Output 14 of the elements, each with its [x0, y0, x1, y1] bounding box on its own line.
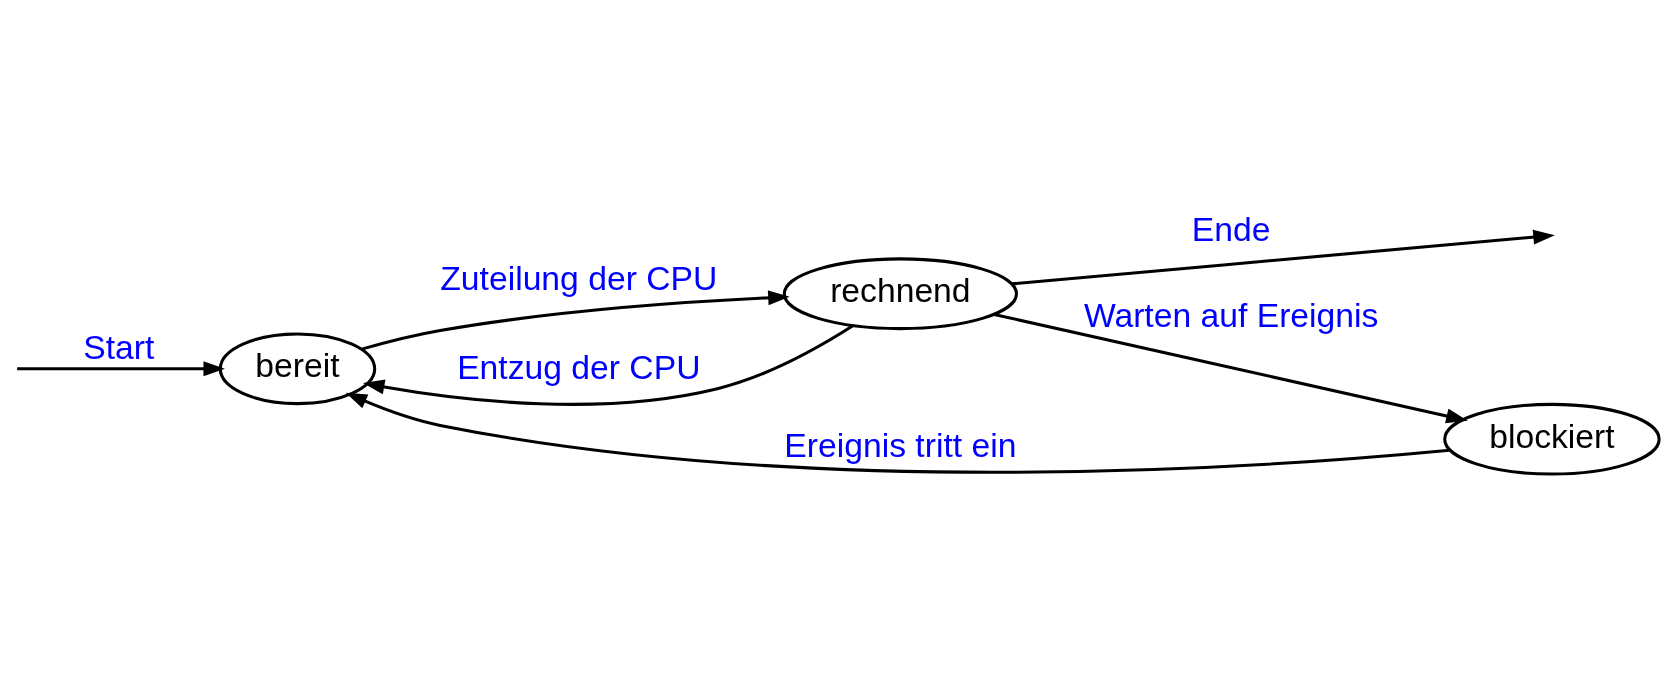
- node-ellipse: bereit: [218, 332, 377, 406]
- arrow: [363, 324, 854, 406]
- arrow: [17, 361, 225, 377]
- node-ellipse: rechnend: [782, 257, 1018, 331]
- edge-label: Ende: [1191, 211, 1271, 249]
- edge-label: Zuteilung der CPU: [440, 260, 718, 298]
- edge-label: Warten auf Ereignis: [1083, 296, 1379, 334]
- arrow: [345, 392, 1450, 474]
- edge-label: Start: [83, 328, 155, 366]
- edge-label: Entzug der CPU: [457, 348, 701, 386]
- arrow: [361, 290, 790, 351]
- arrow: [1011, 229, 1555, 286]
- arrow: [993, 312, 1468, 424]
- edge-label: Ereignis tritt ein: [784, 426, 1017, 464]
